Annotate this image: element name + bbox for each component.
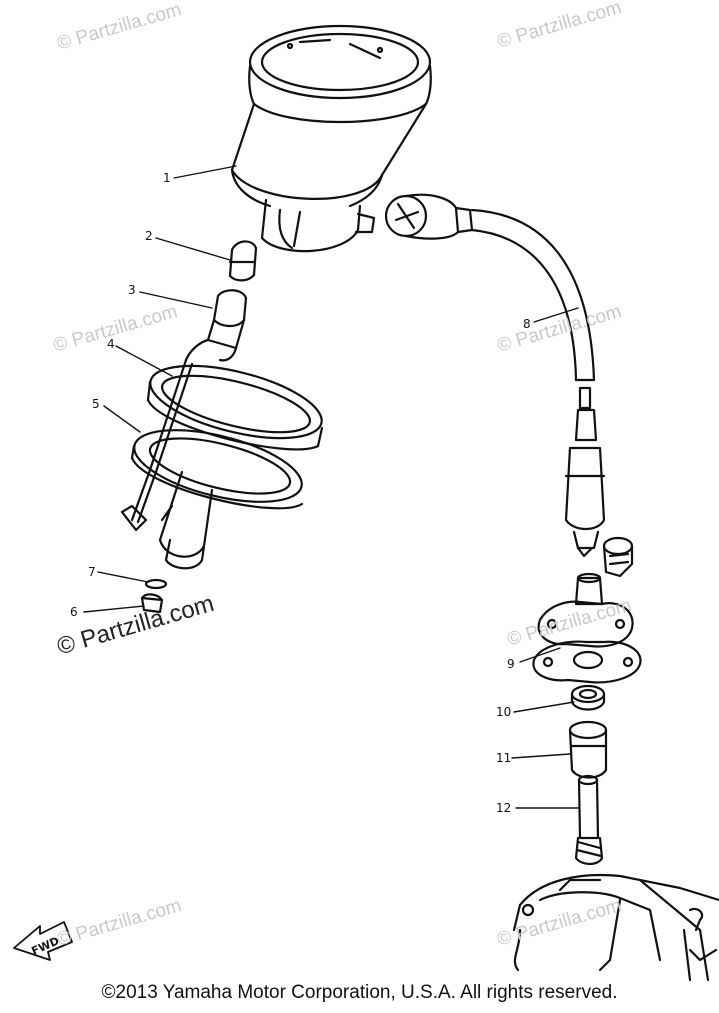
bolt-part xyxy=(602,536,634,578)
callout-11: 11 xyxy=(496,751,512,765)
copyright-notice: ©2013 Yamaha Motor Corporation, U.S.A. A… xyxy=(101,982,618,1003)
socket-part xyxy=(184,289,248,362)
cushion-ring-part xyxy=(146,364,324,451)
callout-3: 3 xyxy=(128,283,136,297)
callout-4: 4 xyxy=(107,337,115,351)
fwd-arrow-icon xyxy=(13,921,73,961)
speedometer-part xyxy=(230,24,432,253)
callout-10: 10 xyxy=(496,705,512,719)
callout-6: 6 xyxy=(70,605,78,619)
callout-7: 7 xyxy=(88,565,96,579)
bushing-part xyxy=(568,720,608,779)
callout-8: 8 xyxy=(523,317,531,331)
gear-shaft-part xyxy=(574,774,604,866)
seal-part xyxy=(570,684,606,711)
callout-9: 9 xyxy=(507,657,515,671)
callout-12: 12 xyxy=(496,801,512,815)
callout-5: 5 xyxy=(92,397,100,411)
gear-housing-part xyxy=(512,873,719,982)
flange-gasket-part xyxy=(532,572,642,684)
callout-1: 1 xyxy=(163,171,171,185)
bulb-part xyxy=(228,240,258,282)
wire-tube-part xyxy=(120,358,214,570)
callout-2: 2 xyxy=(145,229,153,243)
speedometer-cable-part xyxy=(384,193,606,558)
bracket-ring-part xyxy=(130,429,304,510)
leader-lines xyxy=(83,165,579,809)
